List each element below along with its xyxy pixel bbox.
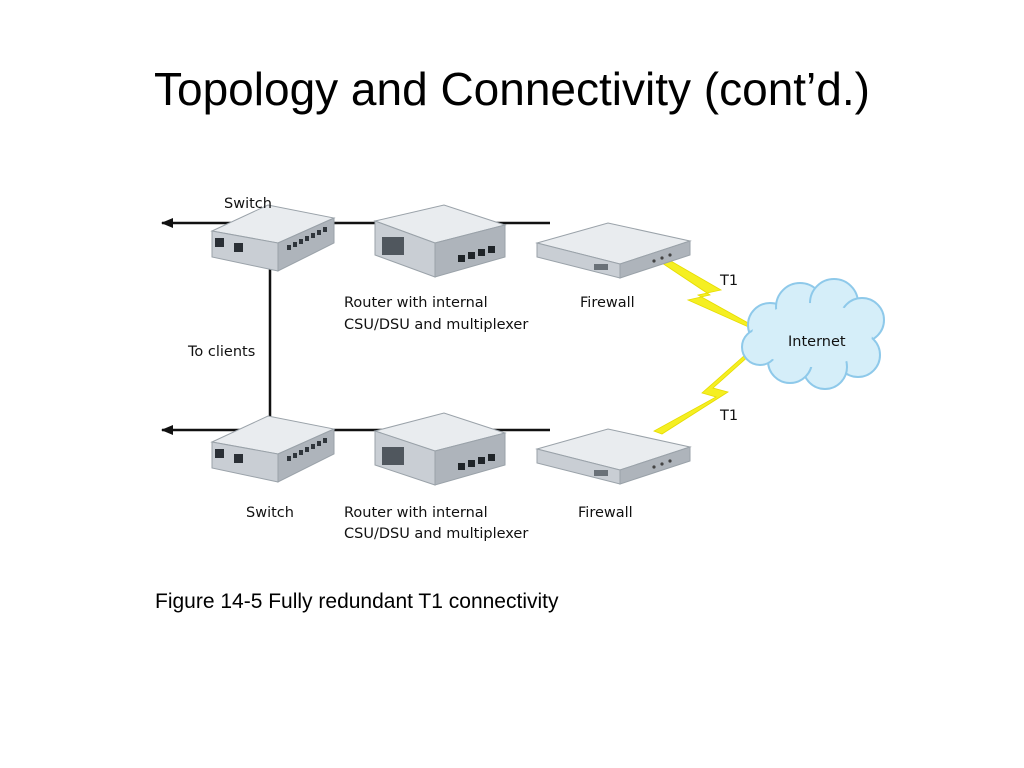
label-switch-bottom: Switch bbox=[246, 505, 294, 521]
label-router-top-line1: Router with internal bbox=[344, 295, 488, 311]
router-bottom bbox=[373, 412, 507, 486]
label-t1-bottom: T1 bbox=[719, 408, 738, 424]
router-top bbox=[373, 204, 507, 278]
network-diagram: Switch Router with internal CSU/DSU and … bbox=[161, 196, 885, 542]
t1-lightning-bottom bbox=[653, 354, 752, 435]
label-switch-top: Switch bbox=[224, 196, 272, 212]
firewall-bottom bbox=[535, 428, 692, 485]
label-router-bottom-line2: CSU/DSU and multiplexer bbox=[344, 526, 528, 542]
firewall-top bbox=[535, 222, 692, 279]
label-firewall-top: Firewall bbox=[580, 295, 635, 311]
switch-bottom bbox=[210, 415, 336, 483]
label-router-bottom-line1: Router with internal bbox=[344, 505, 488, 521]
slide-title: Topology and Connectivity (cont’d.) bbox=[154, 63, 870, 115]
label-firewall-bottom: Firewall bbox=[578, 505, 633, 521]
figure-caption: Figure 14-5 Fully redundant T1 connectiv… bbox=[155, 590, 559, 613]
label-internet: Internet bbox=[788, 334, 846, 350]
switch-top bbox=[210, 204, 336, 272]
label-t1-top: T1 bbox=[719, 273, 738, 289]
label-to-clients: To clients bbox=[187, 344, 255, 360]
label-router-top-line2: CSU/DSU and multiplexer bbox=[344, 317, 528, 333]
